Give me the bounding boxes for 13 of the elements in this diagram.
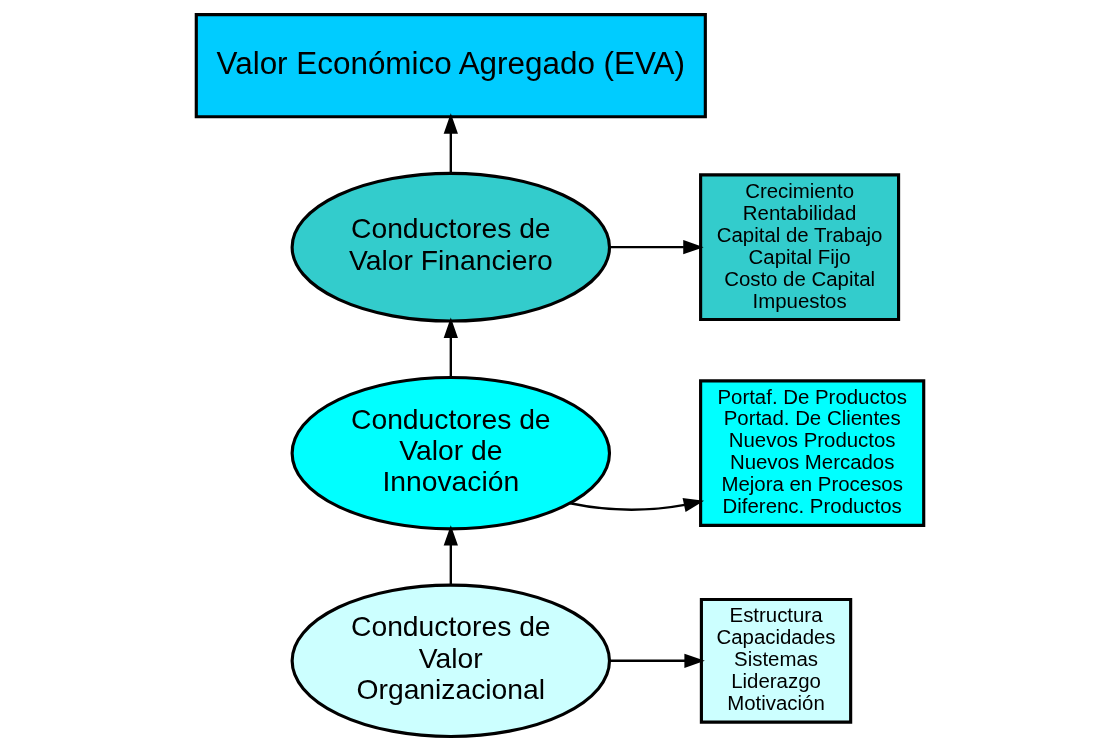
node-box: Estructura Capacidades Sistemas Liderazgo Motivación bbox=[699, 597, 853, 724]
arrow bbox=[609, 653, 705, 668]
arrow bbox=[443, 317, 458, 378]
node-box: Portaf. De Productos Portad. De Clientes Nuevos Productos Nuevos Mercados Mejora en Procesos Diferenc. Productos bbox=[699, 379, 926, 527]
node-ellipse: Conductores de Valor Financiero bbox=[290, 171, 612, 323]
node-ellipse: Conductores de Valor de Innovación bbox=[290, 375, 612, 531]
node-ellipse: Conductores de Valor Organizacional bbox=[290, 583, 612, 739]
node-box: Crecimiento Rentabilidad Capital de Trabajo Capital Fijo Costo de Capital Impuestos bbox=[699, 173, 901, 322]
arrow bbox=[569, 498, 705, 513]
arrow bbox=[443, 525, 458, 585]
arrow bbox=[609, 240, 704, 255]
node-box: Valor Económico Agregado (EVA) bbox=[194, 13, 707, 119]
arrow bbox=[443, 113, 458, 174]
